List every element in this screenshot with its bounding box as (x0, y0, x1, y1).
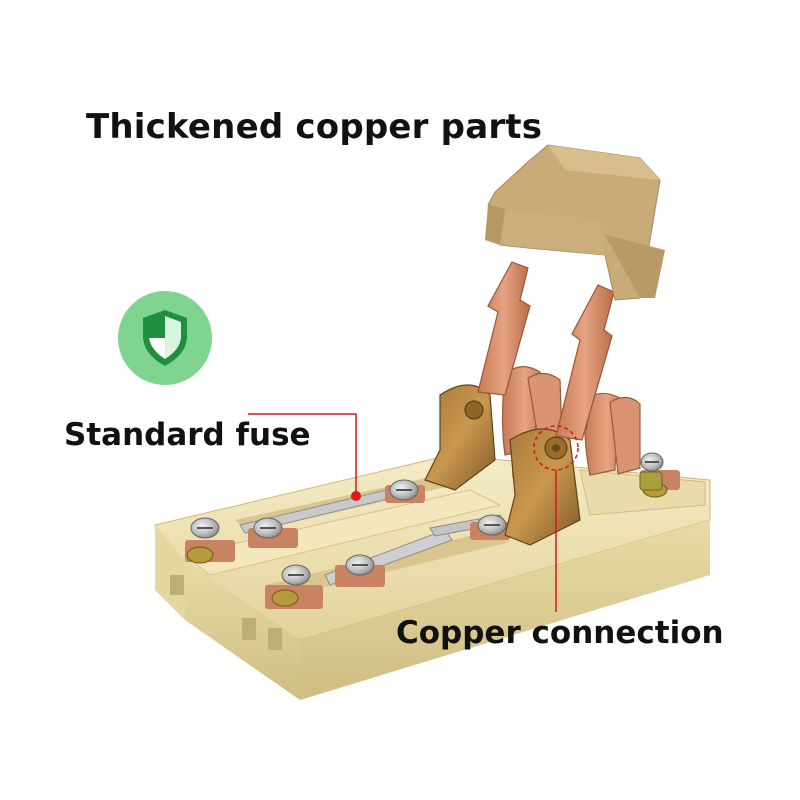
shield-check-icon (118, 291, 212, 385)
switch-handle (485, 144, 665, 301)
terminal-screws (186, 412, 668, 607)
standard-fuse-label: Standard fuse (64, 417, 311, 453)
hinge-brackets (424, 384, 581, 546)
title-label: Thickened copper parts (86, 107, 543, 147)
callout-lines (248, 413, 579, 612)
copper-connection-label: Copper connection (396, 615, 724, 651)
shield-badge (117, 290, 213, 386)
copper-blades (477, 261, 615, 441)
